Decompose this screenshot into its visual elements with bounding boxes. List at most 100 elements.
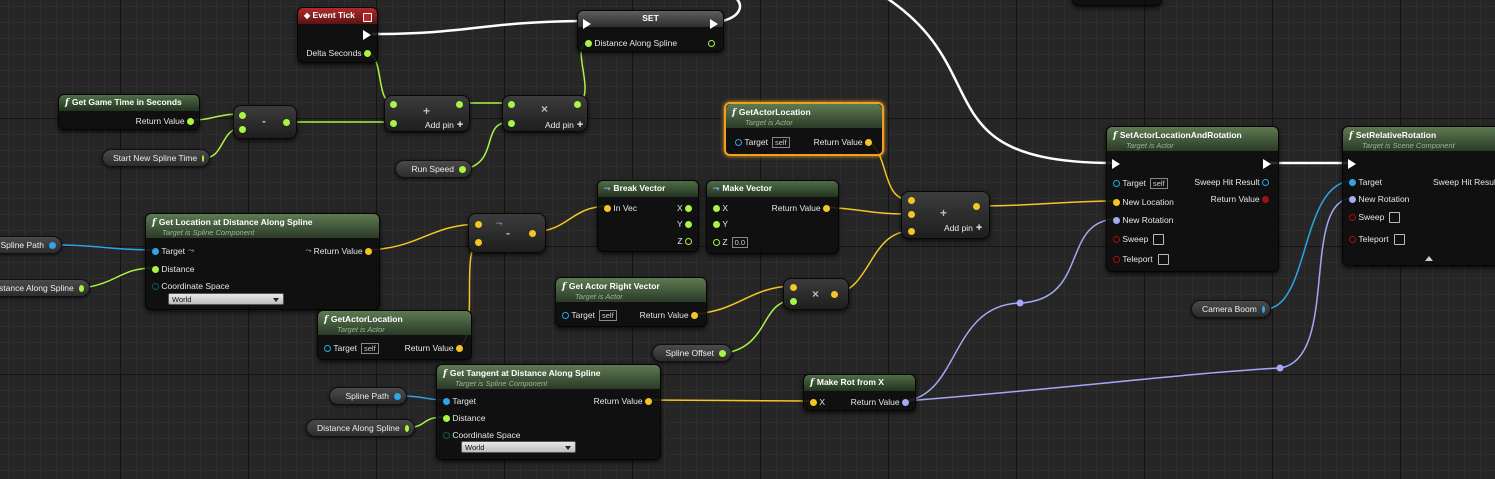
float-pin-icon[interactable]	[508, 120, 515, 127]
exec-in-pin[interactable]	[583, 18, 591, 30]
coordinate-space-dropdown[interactable]: World	[461, 441, 576, 453]
sweep-pin[interactable]: Sweep	[1113, 233, 1165, 245]
float-pin-icon[interactable]	[283, 119, 290, 126]
float-pin-icon[interactable]	[239, 112, 246, 119]
in-vec-pin[interactable]: In Vec	[604, 202, 637, 214]
teleport-checkbox[interactable]	[1393, 233, 1405, 245]
distance-along-spline-variable[interactable]: Distance Along Spline	[0, 279, 90, 297]
collapse-arrow-icon[interactable]	[1425, 256, 1433, 261]
vector-pin-icon[interactable]	[973, 203, 980, 210]
target-pin[interactable]: Target	[443, 395, 476, 407]
vector-pin-icon[interactable]	[475, 239, 482, 246]
run-speed-variable[interactable]: Run Speed	[395, 160, 472, 178]
vector-pin-icon[interactable]	[790, 284, 797, 291]
vector-pin-icon[interactable]	[908, 197, 915, 204]
add-pin-button[interactable]: Add pin+	[944, 222, 983, 234]
y-in-pin[interactable]: Y	[713, 218, 728, 230]
exec-in-pin[interactable]	[1348, 158, 1356, 170]
vector-pin-icon[interactable]	[831, 291, 838, 298]
teleport-pin[interactable]: Teleport	[1113, 253, 1169, 265]
float-pin-icon[interactable]	[574, 101, 581, 108]
exec-out-pin[interactable]	[1263, 158, 1271, 170]
float-pin-icon[interactable]	[456, 101, 463, 108]
target-pin[interactable]: Target⤳	[152, 245, 194, 257]
add-pin-button[interactable]: Add pin+	[425, 119, 464, 131]
event-tick-node[interactable]: ◆ Event Tick Delta Seconds	[297, 7, 378, 63]
float-pin-icon[interactable]	[239, 126, 246, 133]
return-value-pin[interactable]: Return Value	[772, 202, 830, 214]
spline-offset-variable[interactable]: Spline Offset	[652, 344, 732, 362]
vector-pin-icon[interactable]	[908, 228, 915, 235]
new-location-pin[interactable]: New Location	[1113, 196, 1174, 208]
return-value-pin[interactable]: Return Value	[814, 136, 872, 148]
sweep-hit-result-pin[interactable]: Sweep Hit Result	[1194, 176, 1269, 188]
x-in-pin[interactable]: X	[713, 202, 728, 214]
distance-pin[interactable]: Distance	[152, 263, 194, 275]
delegate-pin-icon[interactable]	[363, 13, 372, 22]
exec-out-pin[interactable]	[363, 29, 371, 41]
camera-boom-variable[interactable]: Camera Boom	[1191, 300, 1271, 318]
distance-along-spline-out-pin[interactable]	[708, 37, 715, 49]
y-out-pin[interactable]: Y	[677, 218, 692, 230]
distance-pin[interactable]: Distance	[443, 412, 485, 424]
float-pin-icon[interactable]	[790, 298, 797, 305]
subtract-vector-node[interactable]: ⤳ -	[468, 213, 546, 253]
distance-along-spline-in-pin[interactable]: Distance Along Spline	[585, 37, 677, 49]
spline-path-variable-2[interactable]: Spline Path	[329, 387, 407, 405]
sweep-pin[interactable]: Sweep	[1349, 211, 1401, 223]
exec-out-pin[interactable]	[710, 18, 718, 30]
z-value-input[interactable]: 0.0	[731, 236, 749, 248]
subtract-float-node[interactable]: -	[233, 105, 297, 139]
sweep-checkbox[interactable]	[1389, 211, 1401, 223]
return-value-pin[interactable]: Return Value	[136, 115, 194, 127]
float-pin-icon[interactable]	[390, 101, 397, 108]
vector-pin-icon[interactable]	[908, 211, 915, 218]
sweep-hit-result-pin[interactable]: Sweep Hit Result	[1433, 176, 1495, 188]
z-out-pin[interactable]: Z	[677, 235, 692, 247]
return-value-pin[interactable]: ⤳Return Value	[302, 245, 372, 257]
offscreen-node[interactable]	[1072, 0, 1162, 6]
return-value-pin[interactable]: Return Value	[405, 342, 463, 354]
float-pin-icon[interactable]	[508, 101, 515, 108]
new-rotation-pin[interactable]: New Rotation	[1113, 214, 1173, 226]
sweep-checkbox[interactable]	[1153, 233, 1165, 245]
delta-seconds-pin[interactable]: Delta Seconds	[306, 47, 371, 59]
coordinate-space-dropdown[interactable]: World	[168, 293, 284, 305]
exec-in-pin[interactable]	[1112, 158, 1120, 170]
multiply-vector-node[interactable]: ×	[783, 278, 849, 310]
add-float-node[interactable]: + Add pin+	[384, 95, 470, 132]
target-pin[interactable]: Target	[1349, 176, 1382, 188]
break-vector-node[interactable]: ⤳Break Vector In Vec X Y Z	[597, 180, 699, 252]
add-pin-button[interactable]: Add pin+	[545, 119, 584, 131]
teleport-pin[interactable]: Teleport	[1349, 233, 1405, 245]
distance-along-spline-variable-2[interactable]: Distance Along Spline	[306, 419, 415, 437]
return-value-pin[interactable]: Return Value	[640, 309, 698, 321]
vector-pin-icon[interactable]	[475, 221, 482, 228]
start-new-spline-time-variable[interactable]: Start New Spline Time	[102, 149, 210, 167]
return-value-pin[interactable]: Return Value	[594, 395, 652, 407]
coordinate-space-pin[interactable]: Coordinate Space	[443, 429, 520, 441]
x-out-pin[interactable]: X	[677, 202, 692, 214]
return-value-pin[interactable]: Return Value	[1211, 193, 1269, 205]
multiply-float-node[interactable]: × Add pin+	[502, 95, 588, 132]
teleport-checkbox[interactable]	[1157, 253, 1169, 265]
float-pin-icon[interactable]	[390, 120, 397, 127]
spline-path-variable[interactable]: Spline Path	[0, 236, 62, 254]
return-value-pin[interactable]: Return Value	[851, 396, 909, 408]
vector-pin-icon[interactable]	[529, 230, 536, 237]
x-in-pin[interactable]: X	[810, 396, 825, 408]
